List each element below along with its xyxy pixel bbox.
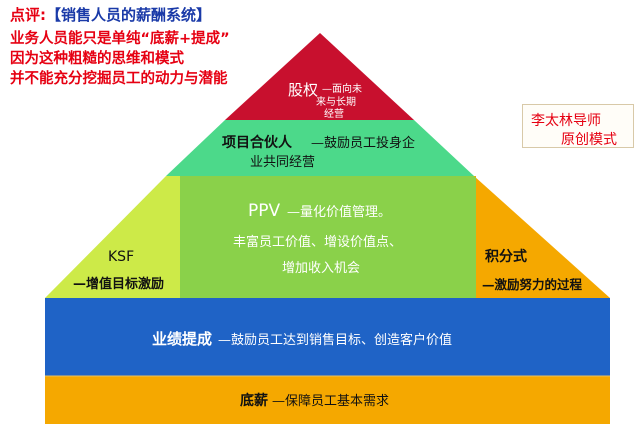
ppv-line-3: 增加收入机会 <box>282 261 361 276</box>
badge-line-2: 原创模式 <box>561 132 617 148</box>
commission-title: 业绩提成 <box>152 330 213 348</box>
points-tier <box>474 176 610 298</box>
ppv-tier <box>180 176 476 298</box>
caption-bracket-close: 】 <box>196 6 212 24</box>
partner-title: 项目合伙人 <box>222 135 292 151</box>
partner-tier <box>166 120 474 176</box>
caption-line-2: 因为这种粗糙的思维和模式 <box>10 51 184 67</box>
badge-line-1: 李太林导师 <box>531 113 601 129</box>
base-title: 底薪 <box>240 393 268 409</box>
caption-bracket-open: 【 <box>46 6 62 24</box>
base-desc: —保障员工基本需求 <box>272 394 390 409</box>
caption-line-1: 业务人员能只是单纯“底薪+提成” <box>10 31 230 47</box>
ksf-tier <box>45 176 180 298</box>
partner-desc-2: 业共同经营 <box>250 155 316 170</box>
author-badge: 李太林导师 原创模式 <box>522 104 634 148</box>
base-tier <box>45 376 610 424</box>
ksf-title: KSF <box>108 249 135 265</box>
points-desc: —激励努力的过程 <box>482 277 583 292</box>
ppv-title: PPV <box>248 201 281 221</box>
ppv-desc: —量化价值管理。 <box>287 205 392 220</box>
ksf-desc: —增值目标激励 <box>73 277 165 292</box>
equity-desc-2: 来与长期 <box>316 97 356 108</box>
equity-tier <box>225 33 414 120</box>
points-title: 积分式 <box>485 249 527 265</box>
caption-prefix: 点评: <box>10 6 46 24</box>
ppv-line-2: 丰富员工价值、增设价值点、 <box>233 235 403 250</box>
equity-desc-3: 经营 <box>324 109 344 120</box>
caption-title-text: 销售人员的薪酬系统 <box>61 6 197 24</box>
equity-title: 股权 <box>288 81 319 99</box>
equity-desc-1: —面向未 <box>322 84 362 95</box>
partner-desc-1: —鼓励员工投身企 <box>311 136 416 151</box>
caption-line-3: 并不能充分挖掘员工的动力与潜能 <box>10 71 228 87</box>
commission-desc: —鼓励员工达到销售目标、创造客户价值 <box>218 333 453 348</box>
commission-tier <box>45 298 610 376</box>
caption-title: 点评:【销售人员的薪酬系统】 <box>10 8 211 23</box>
